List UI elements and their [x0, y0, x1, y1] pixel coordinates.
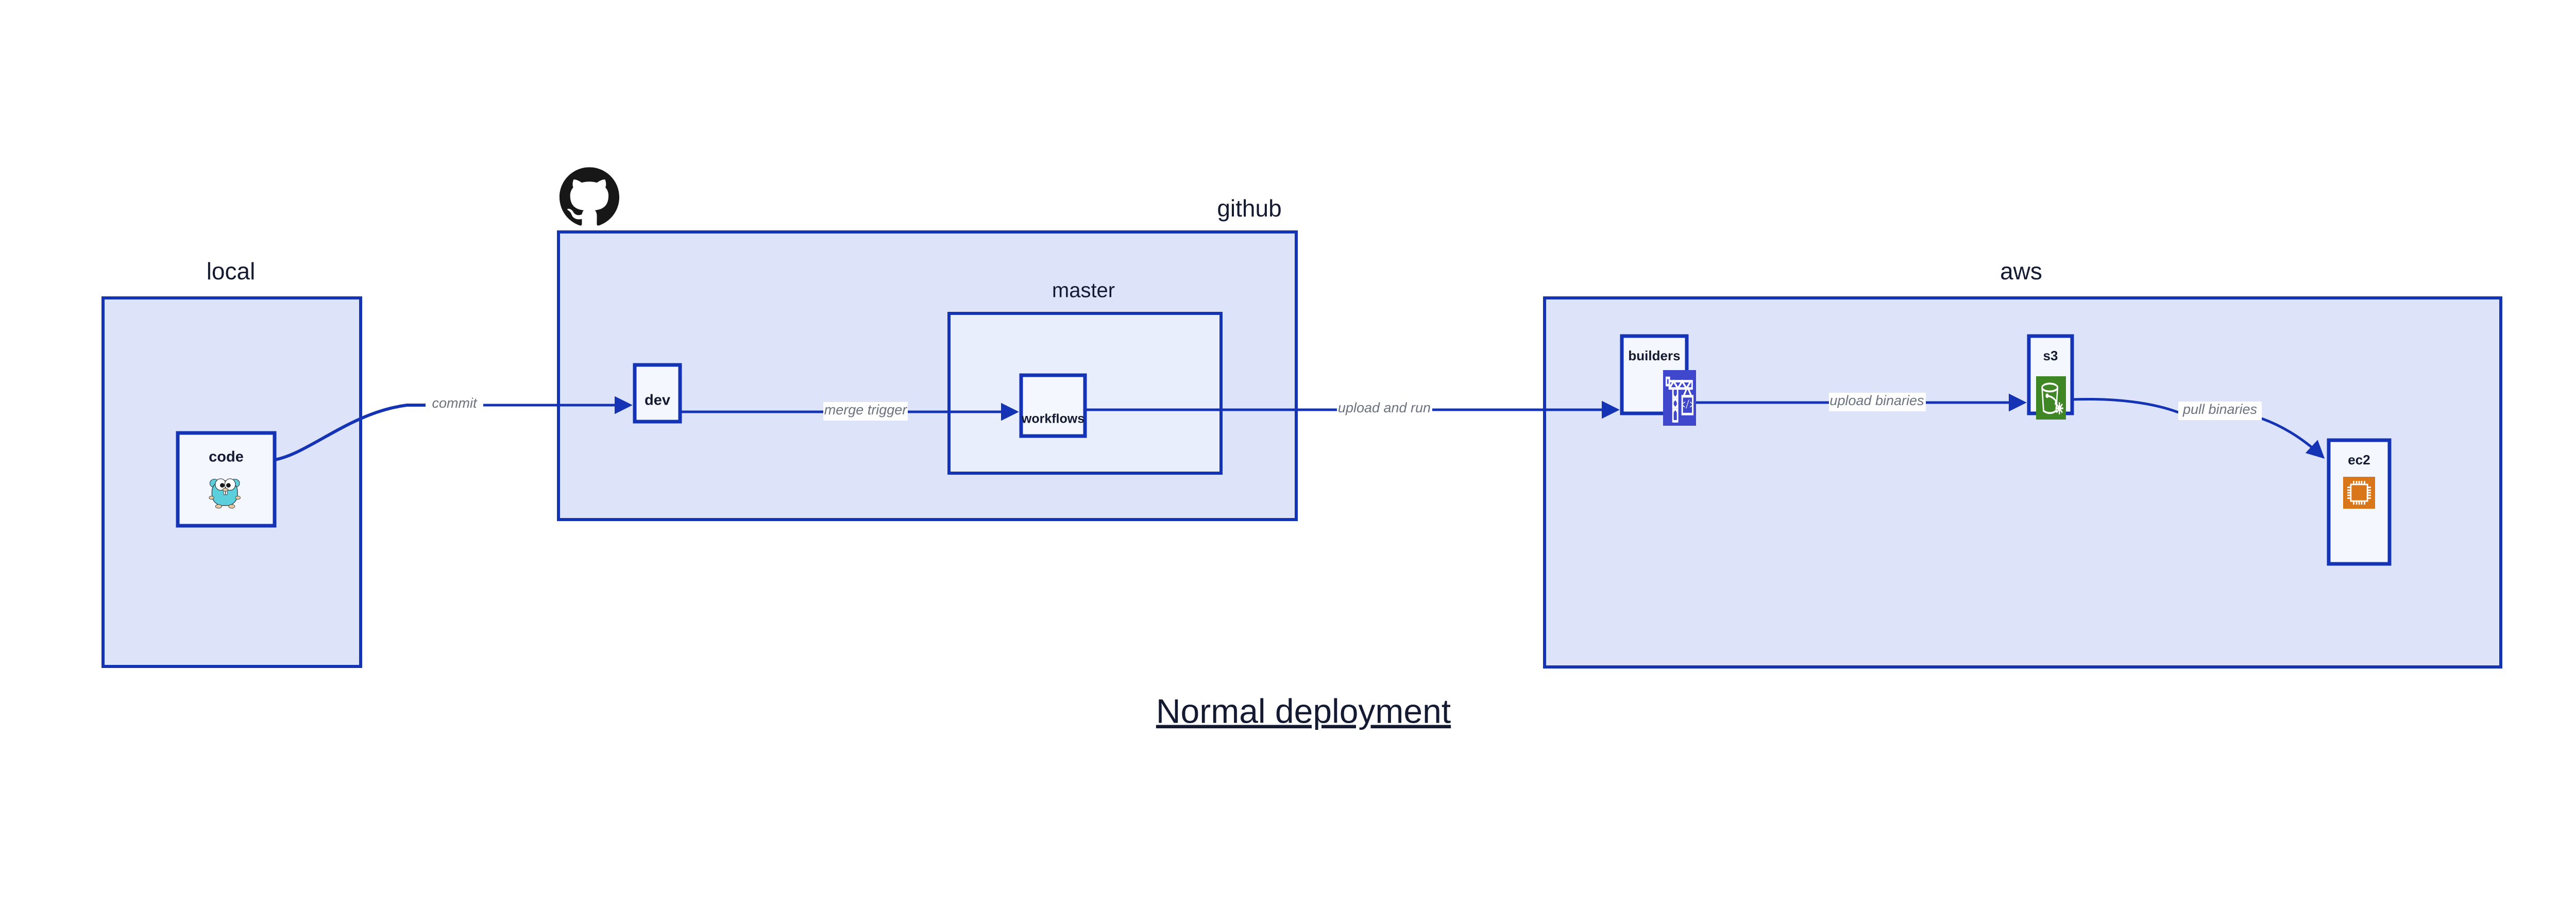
group-github-label: github [1217, 195, 1281, 222]
edge-pull-binaries-label: pull binaries [2182, 402, 2257, 417]
edge-commit-label-bg [426, 395, 483, 413]
edge-upload-binaries-label: upload binaries [1829, 393, 1924, 408]
node-workflows-rect[interactable] [1019, 373, 1087, 438]
node-s3-label: s3 [2043, 348, 2058, 363]
edge-pull-binaries-label-bg [2178, 402, 2262, 420]
edge-merge-trigger-label-bg [823, 402, 908, 421]
group-local-label: local [207, 258, 256, 285]
edge-pull-binaries-curve-a [2072, 397, 2179, 414]
edge-upload-binaries-label-bg [1829, 393, 1926, 411]
node-workflows-label: workflows [1021, 412, 1084, 426]
node-dev[interactable]: dev [633, 363, 682, 424]
node-ec2[interactable]: ec2 [2327, 438, 2392, 566]
node-builders-label: builders [1628, 348, 1680, 363]
aws-s3-bucket-icon [2035, 375, 2067, 421]
node-code[interactable]: code [176, 431, 277, 528]
node-builders[interactable]: builders [1620, 334, 1696, 426]
aws-codebuild-icon [1663, 370, 1696, 426]
edge-pull-binaries-arrow [2261, 417, 2325, 459]
group-aws-label: aws [2000, 258, 2042, 285]
node-workflows[interactable]: workflows [1019, 373, 1087, 438]
edge-commit-label: commit [432, 395, 478, 411]
node-ec2-label: ec2 [2348, 452, 2370, 467]
diagram-caption: Normal deployment [1156, 692, 1451, 730]
github-octocat-icon [559, 167, 620, 226]
edge-merge-trigger-label: merge trigger [824, 402, 908, 417]
node-s3[interactable]: s3 [2027, 334, 2074, 421]
node-code-rect[interactable] [176, 431, 277, 528]
node-dev-rect[interactable] [633, 363, 682, 424]
node-code-label: code [209, 449, 244, 465]
group-master-label: master [1052, 279, 1115, 302]
aws-ec2-chip-icon [2342, 476, 2376, 510]
edge-upload-run-label: upload and run [1338, 400, 1431, 415]
edge-commit-curve [274, 404, 426, 461]
edge-upload-run-label-bg [1337, 400, 1432, 419]
node-dev-label: dev [645, 392, 670, 409]
